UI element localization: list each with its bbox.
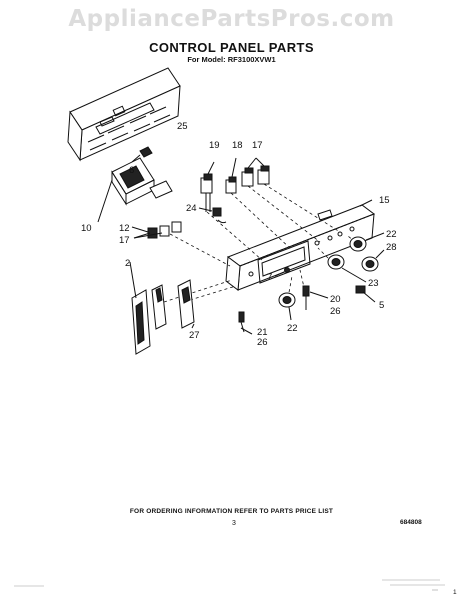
page-number: 3 — [232, 520, 236, 527]
part-5-spring — [355, 285, 376, 303]
callout-20: 20 — [330, 294, 341, 305]
part-27-end-cap — [177, 279, 195, 329]
part-22-knob-lower — [278, 292, 296, 321]
callout-17-upper: 17 — [252, 140, 263, 151]
callout-12: 12 — [119, 223, 130, 234]
callout-22-upper: 22 — [386, 229, 397, 240]
part-28-knob — [361, 249, 385, 272]
model-number: For Model: RF3100XVW1 — [187, 55, 276, 64]
diagram-title: CONTROL PANEL PARTS — [149, 40, 314, 55]
callout-24: 24 — [186, 203, 197, 214]
part-25-panel-overlay — [67, 67, 181, 162]
part-10-clock-module — [97, 157, 173, 223]
callout-26-lower: 26 — [257, 337, 268, 348]
callout-2: 2 — [125, 258, 130, 269]
callout-7: 7 — [267, 272, 272, 283]
part-24-fastener — [198, 207, 227, 224]
watermark: AppliancePartsPros.com — [68, 6, 395, 32]
callout-18: 18 — [232, 140, 243, 151]
callout-27: 27 — [189, 330, 200, 341]
part-19-switch — [200, 161, 215, 212]
part-2-end-cap — [129, 261, 167, 355]
document-number: 684808 — [400, 519, 422, 526]
part-21-clip — [238, 311, 253, 335]
callout-23: 23 — [368, 278, 379, 289]
callout-15: 15 — [379, 195, 390, 206]
callout-26-right: 26 — [330, 306, 341, 317]
part-22-knob-upper — [349, 232, 385, 252]
alignment-lines — [163, 183, 361, 303]
part-15-control-panel — [225, 199, 376, 291]
callout-22-lower: 22 — [287, 323, 298, 334]
part-12-switch — [131, 221, 182, 239]
callout-25: 25 — [177, 121, 188, 132]
callout-19: 19 — [209, 140, 220, 151]
callout-17-lower: 17 — [119, 235, 130, 246]
callout-28: 28 — [386, 242, 397, 253]
callout-5: 5 — [379, 300, 384, 311]
corner-mark: 1 — [453, 589, 457, 596]
callout-6: 6 — [129, 165, 134, 176]
part-20-bracket — [302, 285, 329, 310]
ordering-note: FOR ORDERING INFORMATION REFER TO PARTS … — [129, 508, 334, 515]
scan-marks — [14, 579, 445, 591]
part-17-switch-upper — [241, 157, 270, 187]
part-18-switch — [225, 157, 237, 194]
part-6-clip — [131, 146, 153, 163]
callout-21: 21 — [257, 327, 268, 338]
callout-labels: 25 19 18 17 6 15 24 12 17 10 22 28 2 7 2… — [81, 121, 397, 348]
part-7-rivet — [274, 267, 290, 277]
callout-10: 10 — [81, 223, 92, 234]
part-23-knob — [327, 254, 367, 283]
